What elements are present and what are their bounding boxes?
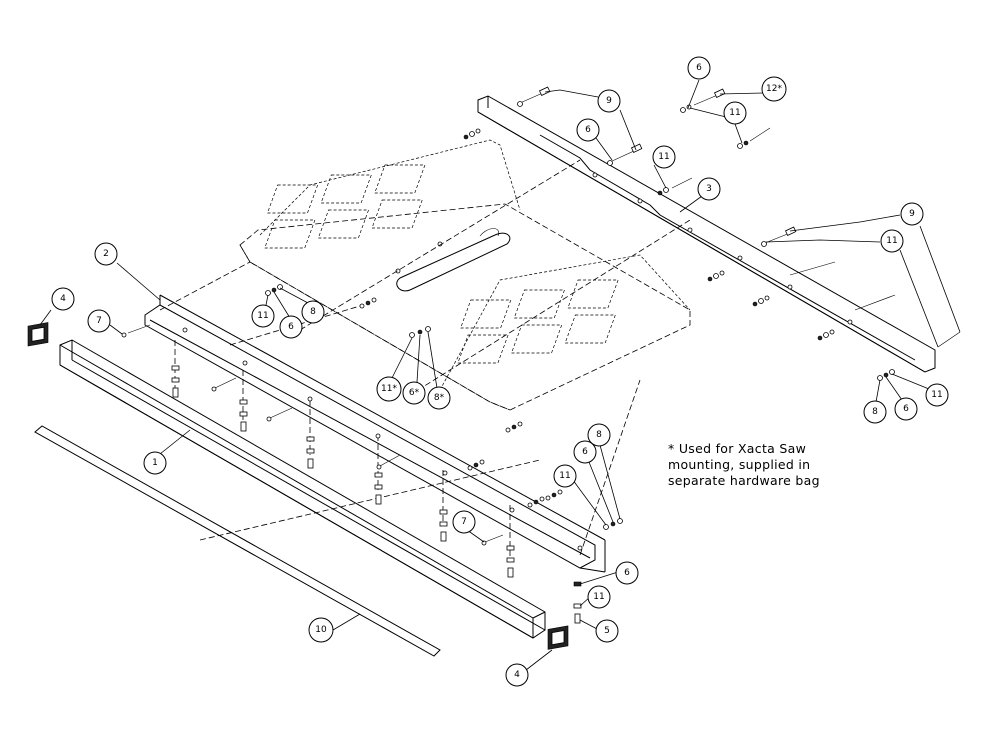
callout-1: 1 <box>143 451 167 475</box>
callout-11-right: 11 <box>880 229 904 253</box>
square-tube-part-1 <box>59 339 546 639</box>
svg-text:8: 8 <box>872 407 878 417</box>
callout-2: 2 <box>94 242 118 266</box>
svg-text:7: 7 <box>96 316 102 326</box>
svg-text:8: 8 <box>310 307 316 317</box>
callout-6-mid: 6 <box>576 118 600 142</box>
callout-7-left: 7 <box>87 309 111 333</box>
callout-6-right: 6 <box>894 397 918 421</box>
callout-6-bottom: 6 <box>615 561 639 585</box>
svg-text:8*: 8* <box>434 393 445 403</box>
saw-mounting-plate <box>239 139 691 411</box>
rear-rail-part-3 <box>477 95 936 373</box>
svg-text:9: 9 <box>909 209 915 219</box>
callout-11-mid: 11 <box>652 145 676 169</box>
assembly-lines <box>159 159 691 560</box>
end-cap-bottom-part-4 <box>547 625 569 650</box>
svg-text:11: 11 <box>658 152 669 162</box>
svg-text:4: 4 <box>60 294 66 304</box>
callout-11-lower: 11 <box>553 464 577 488</box>
callout-11-plate: 11 <box>251 304 275 328</box>
note-line-3: separate hardware bag <box>668 473 820 488</box>
callout-7-lower: 7 <box>452 510 476 534</box>
svg-text:9: 9 <box>606 96 612 106</box>
svg-text:3: 3 <box>706 184 712 194</box>
svg-text:1: 1 <box>152 458 158 468</box>
callout-6-plate: 6 <box>279 315 303 339</box>
callout-8-lower: 8 <box>587 423 611 447</box>
front-angle-rail-part-2 <box>144 294 606 573</box>
callout-11-star: 11* <box>376 376 402 402</box>
callout-12: 12* <box>761 76 787 102</box>
svg-text:11*: 11* <box>381 384 397 394</box>
svg-text:6*: 6* <box>409 388 420 398</box>
callout-6-lower: 6 <box>573 440 597 464</box>
rear-rail-hardware <box>463 86 961 381</box>
svg-text:7: 7 <box>461 517 467 527</box>
callout-9-top: 9 <box>597 89 621 113</box>
callout-3: 3 <box>697 177 721 201</box>
svg-text:6: 6 <box>585 125 591 135</box>
svg-text:6: 6 <box>582 447 588 457</box>
callout-4-bottom: 4 <box>505 663 529 687</box>
svg-text:6: 6 <box>288 322 294 332</box>
callout-11-top: 11 <box>723 101 747 125</box>
hardware-note: * Used for Xacta Saw mounting, supplied … <box>668 441 898 489</box>
svg-text:2: 2 <box>103 249 109 259</box>
strip-part-10 <box>34 425 441 657</box>
callout-9-right: 9 <box>900 202 924 226</box>
callout-8-right: 8 <box>863 400 887 424</box>
callout-11-bottom: 11 <box>587 585 611 609</box>
callout-5: 5 <box>595 619 619 643</box>
svg-text:6: 6 <box>624 568 630 578</box>
svg-text:11: 11 <box>729 108 740 118</box>
end-cap-left-part-4 <box>27 322 49 347</box>
svg-text:10: 10 <box>315 625 327 635</box>
callout-8-star: 8* <box>427 386 451 410</box>
callout-8-plate: 8 <box>301 300 325 324</box>
note-line-2: mounting, supplied in <box>668 457 811 472</box>
note-line-1: * Used for Xacta Saw <box>668 441 807 456</box>
svg-text:11: 11 <box>593 592 604 602</box>
plate-fasteners <box>265 284 523 433</box>
svg-text:11: 11 <box>886 236 897 246</box>
rail-vertical-fasteners <box>121 324 623 624</box>
svg-text:6: 6 <box>903 404 909 414</box>
callout-bubbles: 9 6 12* 11 6 11 3 9 11 2 4 7 11 6 8 11 * … <box>51 56 949 687</box>
svg-text:6: 6 <box>696 63 702 73</box>
svg-text:11: 11 <box>257 311 268 321</box>
svg-text:11: 11 <box>559 471 570 481</box>
svg-text:12*: 12* <box>766 84 782 94</box>
svg-text:8: 8 <box>596 430 602 440</box>
callout-10: 10 <box>308 617 334 643</box>
svg-text:4: 4 <box>514 670 520 680</box>
callout-6-top: 6 <box>687 56 711 80</box>
leader-lines <box>39 79 961 671</box>
svg-text:11: 11 <box>931 390 942 400</box>
callout-4-left: 4 <box>51 287 75 311</box>
svg-text:5: 5 <box>604 626 610 636</box>
callout-11-rightlow: 11 <box>925 383 949 407</box>
callout-6-star: 6* <box>402 381 426 405</box>
